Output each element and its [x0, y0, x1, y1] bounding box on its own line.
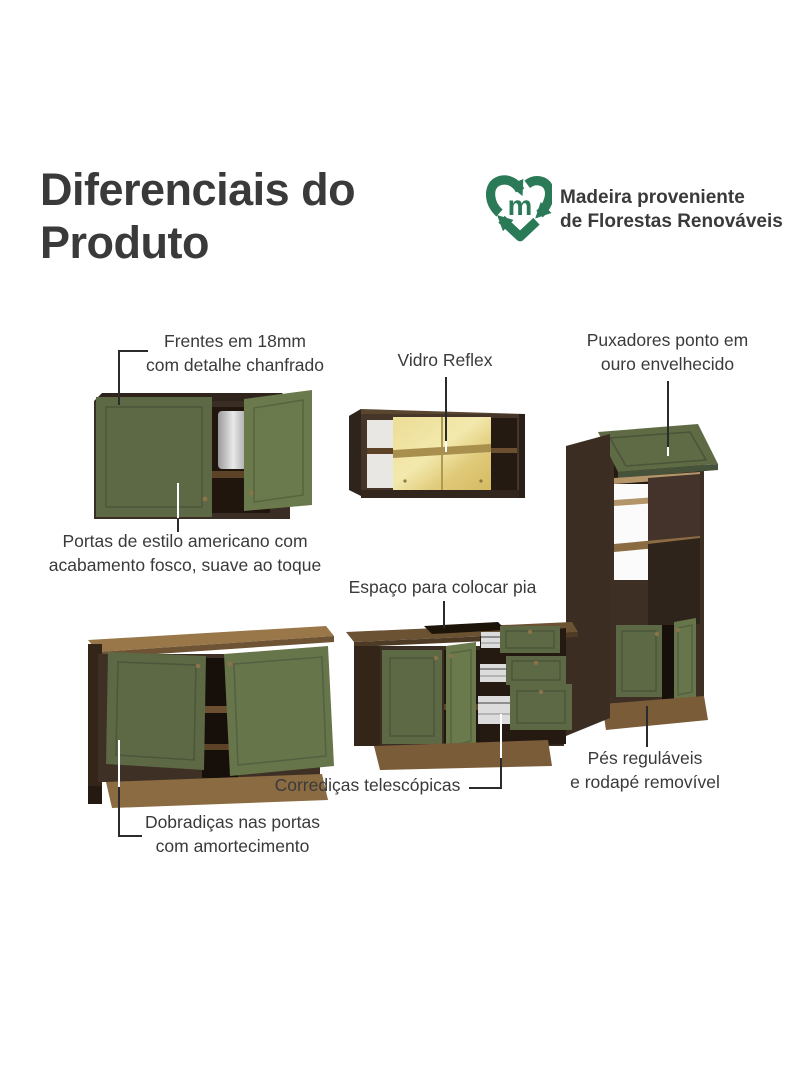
- callout-frentes: Frentes em 18mm com detalhe chanfrado: [145, 331, 325, 375]
- callout-line-frentes-v: [118, 350, 120, 405]
- callout-line-dobradicas-white: [118, 740, 120, 787]
- callout-line-vidro-white: [445, 441, 447, 452]
- tall-cabinet-illustration: [566, 424, 718, 736]
- callout-espaco-pia: Espaço para colocar pia: [348, 577, 537, 597]
- callout-line-portas: [177, 518, 179, 532]
- callout-line-dobradicas-h: [118, 835, 142, 837]
- callout-line-puxadores-white: [667, 447, 669, 456]
- base-cabinet-illustration: [88, 626, 334, 808]
- callout-puxadores: Puxadores ponto em ouro envelhecido: [586, 330, 749, 374]
- callout-line-pes: [646, 706, 648, 747]
- callout-line-corredicas-v: [500, 758, 502, 789]
- recycle-heart-icon: m: [486, 175, 552, 242]
- wall-cabinet-illustration: [94, 390, 312, 519]
- logo-letter: m: [508, 190, 533, 221]
- callout-line-puxadores: [667, 381, 669, 447]
- callout-line-corredicas-white: [500, 714, 502, 758]
- callout-line-portas-white: [177, 483, 179, 518]
- callout-corredicas: Corrediças telescópicas: [274, 775, 461, 795]
- callout-line-espaco: [443, 601, 445, 628]
- callout-portas: Portas de estilo americano com acabament…: [48, 531, 322, 575]
- glass-cabinet-illustration: [349, 409, 525, 498]
- callout-line-corredicas-h: [469, 787, 502, 789]
- callout-pes: Pés reguláveis e rodapé removível: [570, 748, 720, 792]
- page-title: Diferenciais do Produto: [40, 164, 356, 268]
- callout-line-dobradicas-v: [118, 787, 120, 837]
- callout-dobradicas: Dobradiças nas portas com amortecimento: [144, 812, 321, 856]
- callout-line-frentes-h: [118, 350, 148, 352]
- eco-logo-text: Madeira proveniente de Florestas Renováv…: [560, 187, 783, 232]
- callout-vidro-reflex: Vidro Reflex: [397, 350, 493, 370]
- callout-line-vidro: [445, 377, 447, 441]
